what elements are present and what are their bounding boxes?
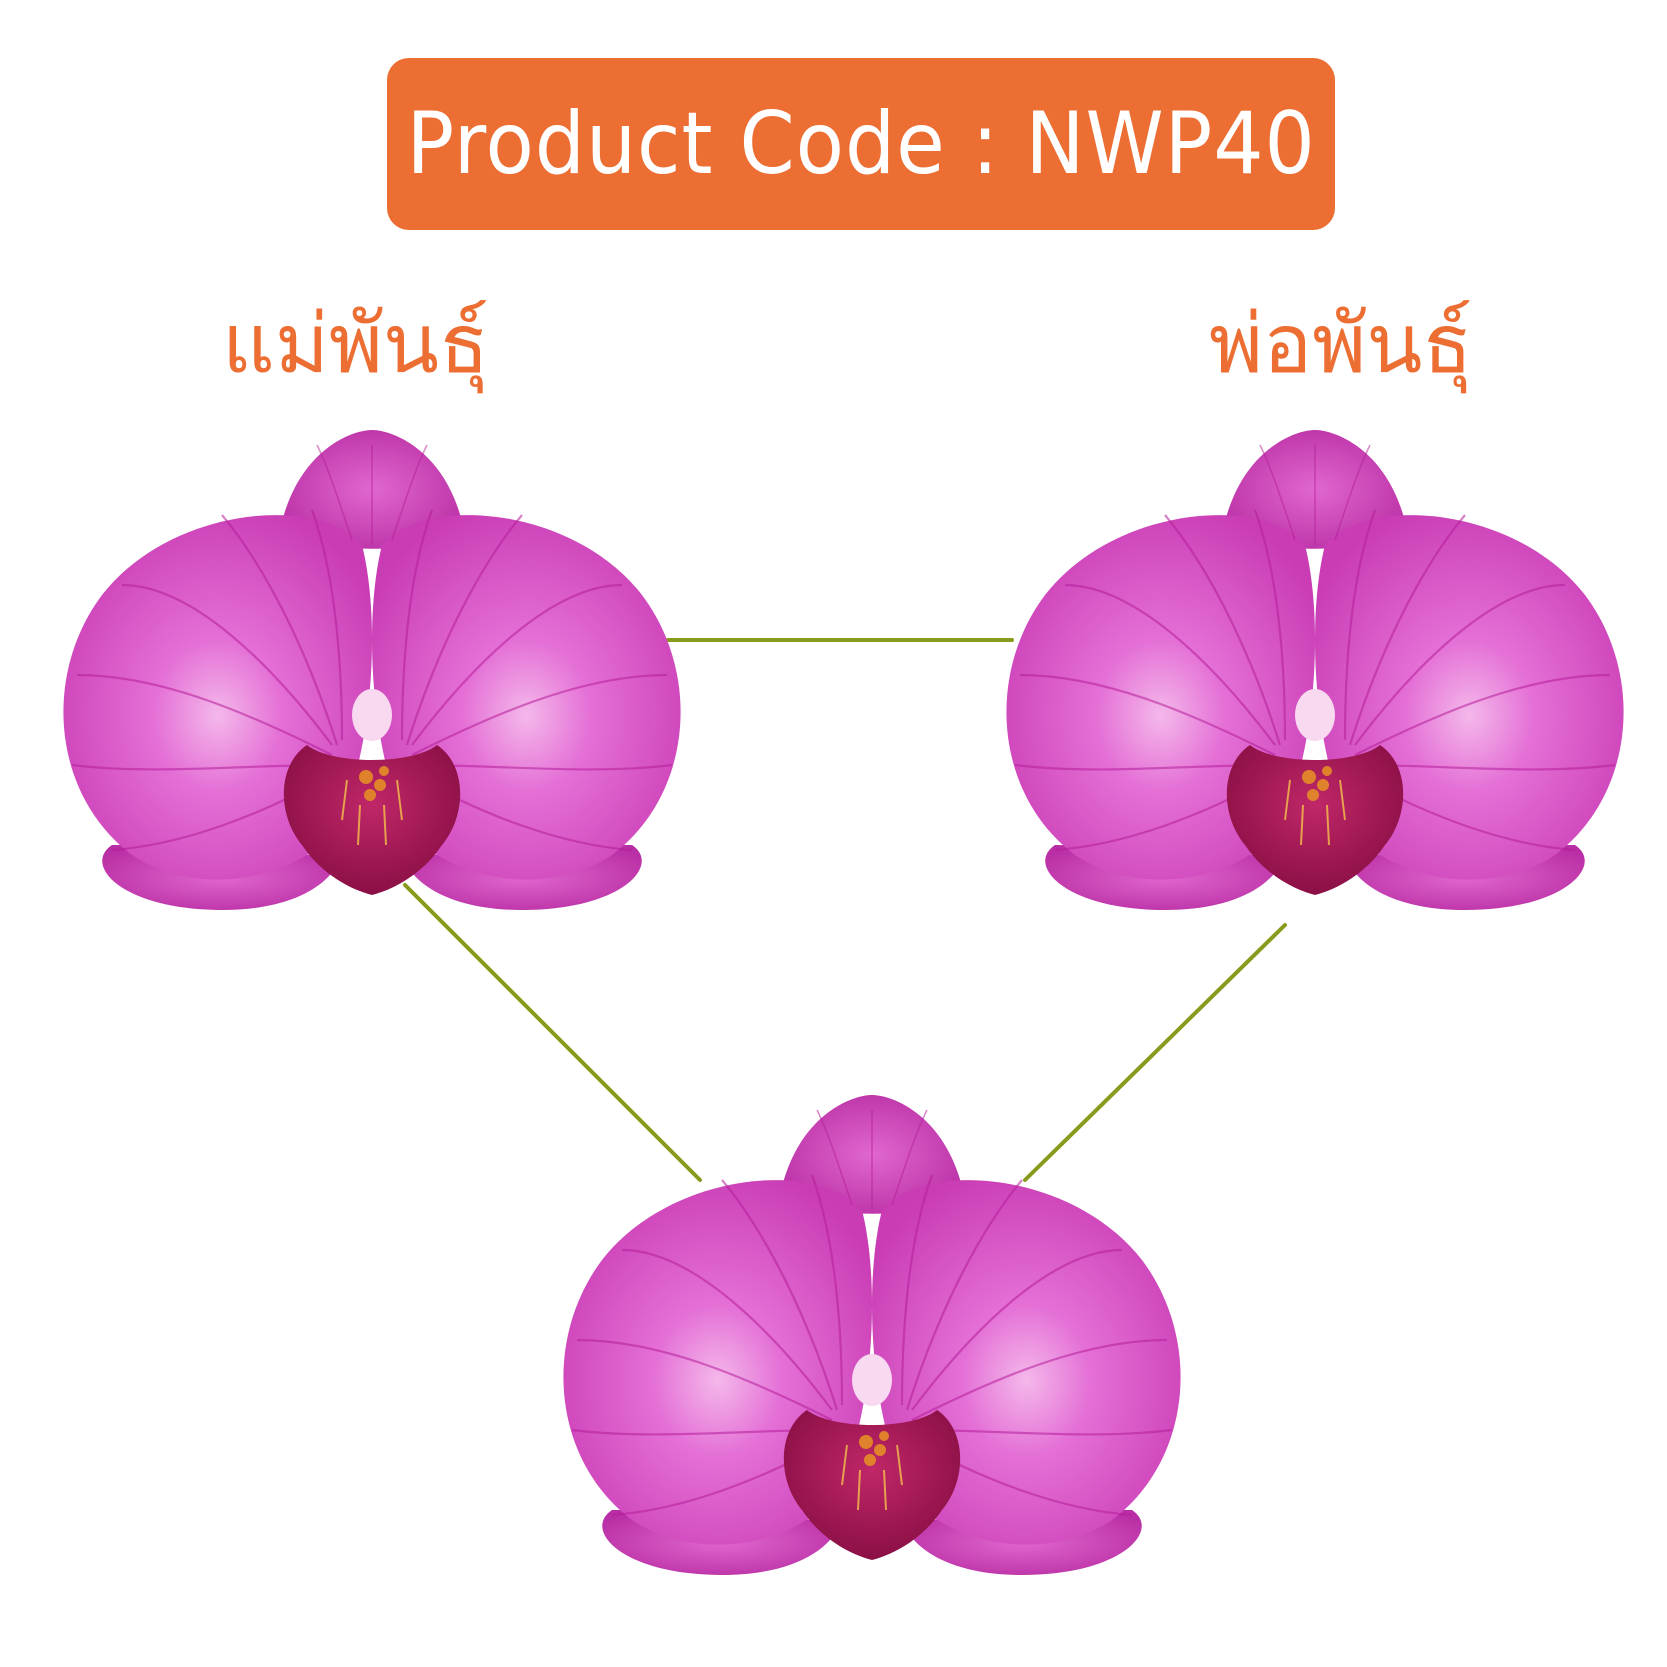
connector-mother-offspring	[403, 883, 702, 1182]
father-parent-label: พ่อพันธุ์	[1209, 297, 1473, 392]
product-code-badge: Product Code : NWP40	[387, 58, 1335, 230]
offspring-orchid-image	[562, 1093, 1182, 1577]
father-orchid-image	[1005, 428, 1625, 912]
product-code-text: Product Code : NWP40	[406, 94, 1316, 194]
connector-father-offspring	[1023, 923, 1287, 1182]
mother-orchid-image	[62, 428, 682, 912]
mother-parent-label: แม่พันธุ์	[222, 297, 490, 392]
